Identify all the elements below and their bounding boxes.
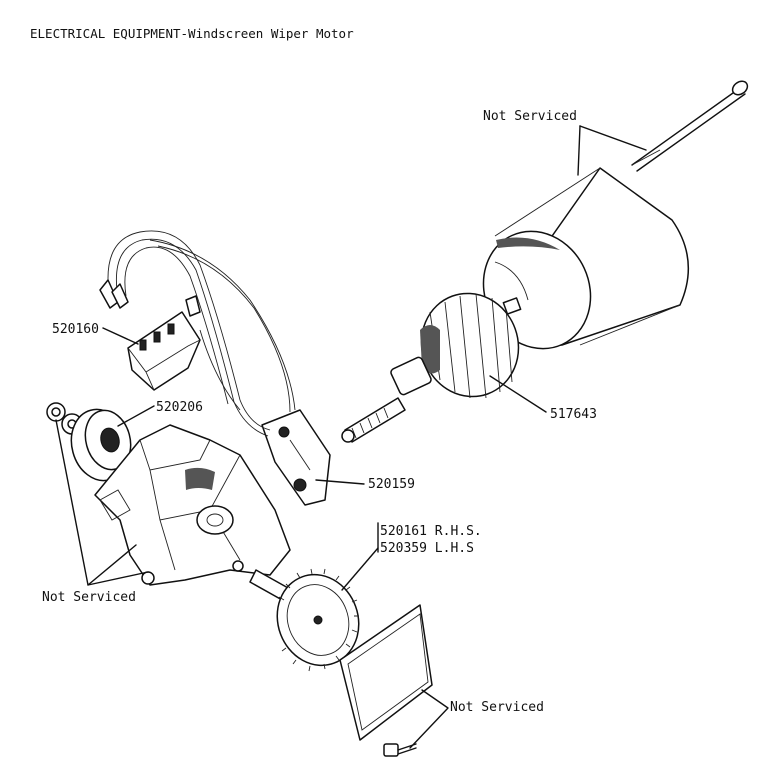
label-not-serviced-cover: Not Serviced: [450, 700, 544, 715]
label-not-serviced-bolt: Not Serviced: [483, 109, 577, 124]
gear-wheel: [249, 568, 360, 672]
cover-plate: [339, 604, 433, 741]
label-520160: 520160: [52, 322, 99, 337]
connector-block: [127, 295, 201, 391]
label-520206: 520206: [156, 400, 203, 415]
brush-plate: [261, 409, 331, 506]
diagram-title: ELECTRICAL EQUIPMENT-Windscreen Wiper Mo…: [30, 26, 354, 41]
wiring-harness: [99, 230, 296, 437]
through-bolt: [631, 80, 749, 172]
cover-screw: [383, 743, 417, 757]
label-not-serviced-left: Not Serviced: [42, 590, 136, 605]
label-520161: 520161 R.H.S.: [380, 524, 482, 539]
gearbox-housing: [94, 424, 291, 586]
leader-lines: [55, 125, 647, 749]
label-520359: 520359 L.H.S: [380, 541, 474, 556]
armature: [341, 292, 522, 443]
label-520159: 520159: [368, 477, 415, 492]
label-517643: 517643: [550, 407, 597, 422]
